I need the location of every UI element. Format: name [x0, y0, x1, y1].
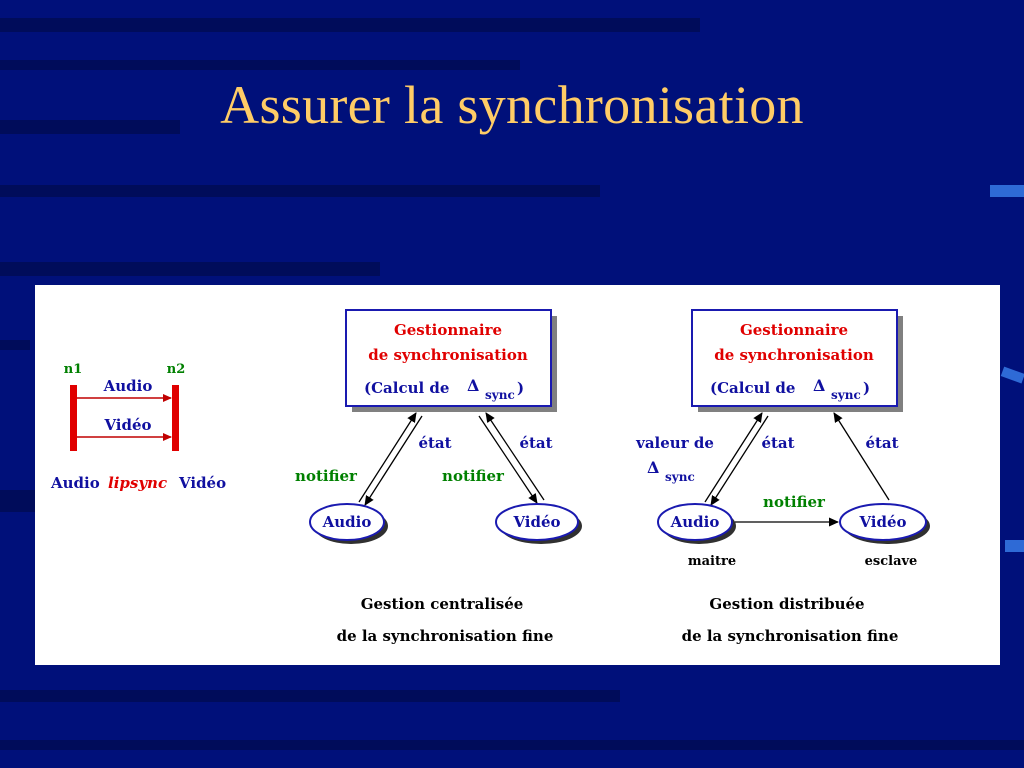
synchronisation-diagram: n1 n2 Audio Vidéo Audio lipsync Vidéo Ge…: [50, 309, 930, 645]
valeur-delta-symbol: Δ: [647, 458, 659, 477]
etat-arrow-audio: [704, 412, 763, 503]
slide-title: Assurer la synchronisation: [220, 75, 804, 135]
etat-arrow-right: [485, 412, 545, 501]
n1-label: n1: [64, 362, 83, 377]
lipsync-audio-label: Audio: [103, 377, 153, 395]
centralized-diagram: Gestionnaire de synchronisation (Calcul …: [295, 309, 582, 645]
calc-suffix: ): [517, 379, 524, 397]
audio-node-2: [657, 503, 733, 541]
video-node: [495, 503, 579, 541]
etat-arrow-video: [833, 412, 890, 501]
video-node-2-label: Vidéo: [858, 513, 906, 531]
video-node-2: [839, 503, 927, 541]
centralized-caption-line2: de la synchronisation fine: [337, 627, 554, 645]
valeur-sync-subscript: sync: [665, 470, 695, 484]
caption-lipsync: lipsync: [108, 474, 167, 492]
n1-bar: [70, 385, 77, 451]
manager-title-line2: de synchronisation: [368, 346, 528, 364]
calc2-prefix: (Calcul de: [710, 379, 795, 397]
notifier-label-left: notifier: [295, 467, 358, 485]
distributed-diagram: Gestionnaire de synchronisation (Calcul …: [635, 309, 930, 645]
calc2-suffix: ): [863, 379, 870, 397]
manager-title-line1: Gestionnaire: [394, 321, 502, 339]
caption-video: Vidéo: [178, 474, 226, 492]
manager2-title-line1: Gestionnaire: [740, 321, 848, 339]
sync-subscript: sync: [485, 388, 515, 402]
manager2-title-line2: de synchronisation: [714, 346, 874, 364]
delta-symbol: Δ: [467, 376, 479, 395]
etat-label-video: état: [865, 434, 898, 452]
notifier-arrow-left: [364, 415, 423, 506]
video-node-label: Vidéo: [512, 513, 560, 531]
diagram-panel: n1 n2 Audio Vidéo Audio lipsync Vidéo Ge…: [35, 285, 1000, 665]
distributed-caption-line1: Gestion distribuée: [709, 595, 864, 613]
notifier-label-right: notifier: [442, 467, 505, 485]
etat-label-left: état: [418, 434, 451, 452]
valeur-de-label: valeur de: [635, 434, 714, 452]
calc-prefix: (Calcul de: [364, 379, 449, 397]
valeur-arrow-audio: [710, 415, 769, 506]
audio-node-2-label: Audio: [670, 513, 720, 531]
master-label: maitre: [688, 554, 736, 569]
audio-node-label: Audio: [322, 513, 372, 531]
etat-label-audio: état: [761, 434, 794, 452]
notifier-label: notifier: [763, 493, 826, 511]
sync-manager-box-2: [691, 309, 898, 407]
n2-label: n2: [167, 362, 186, 377]
slave-label: esclave: [865, 554, 918, 569]
centralized-caption-line1: Gestion centralisée: [361, 595, 524, 613]
lipsync-diagram: n1 n2 Audio Vidéo Audio lipsync Vidéo: [50, 362, 226, 492]
etat-arrow-left: [358, 412, 417, 503]
distributed-caption-line2: de la synchronisation fine: [682, 627, 899, 645]
n2-bar: [172, 385, 179, 451]
delta2-symbol: Δ: [813, 376, 825, 395]
lipsync-video-label: Vidéo: [103, 416, 151, 434]
caption-audio: Audio: [50, 474, 100, 492]
sync2-subscript: sync: [831, 388, 861, 402]
etat-label-right: état: [519, 434, 552, 452]
sync-manager-box: [345, 309, 552, 407]
notifier-arrow-right: [478, 415, 538, 504]
audio-node: [309, 503, 385, 541]
